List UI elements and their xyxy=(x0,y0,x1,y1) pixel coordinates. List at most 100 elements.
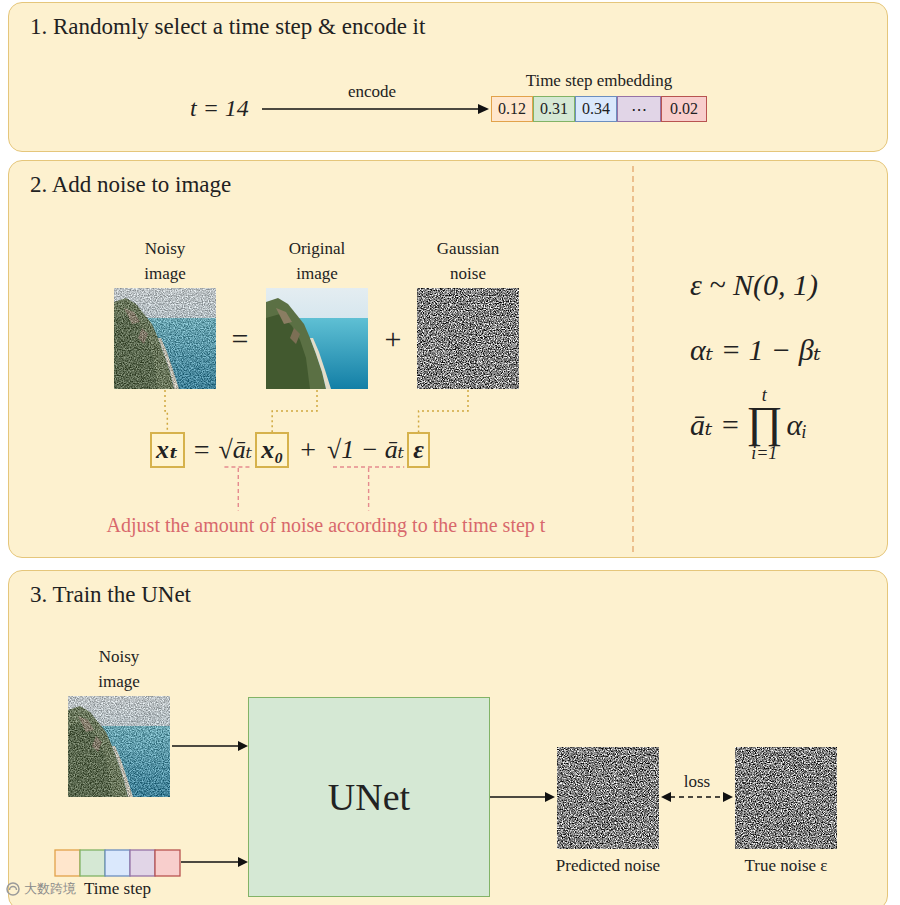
time-step-cells xyxy=(155,850,180,876)
time-step-cells xyxy=(55,850,180,876)
image-caption: True noise ε xyxy=(709,855,863,877)
encode-arrow xyxy=(262,108,479,110)
formula: ε ~ N(0, 1) xyxy=(690,268,818,303)
cell-value: 0.02 xyxy=(670,100,698,118)
arrow-head xyxy=(545,792,555,802)
noise-scale-callout xyxy=(224,466,252,467)
network-box: UNet xyxy=(248,697,490,897)
noise-frame: Predicted noise xyxy=(555,745,661,849)
product-symbol: ∏ xyxy=(746,401,782,445)
panel-heading: 3. Train the UNet xyxy=(30,580,866,610)
plus-sign: + xyxy=(300,434,316,466)
network-name: UNet xyxy=(328,775,410,819)
time-step-cells xyxy=(105,850,130,876)
connector-line xyxy=(165,390,167,432)
caption-holder: Time step xyxy=(34,879,201,899)
time-step-cells xyxy=(55,850,80,876)
connector-line xyxy=(181,861,239,863)
caption-holder: Noisy image xyxy=(54,638,184,694)
noisy-photo xyxy=(114,288,216,389)
formula-term-box: ε xyxy=(407,432,430,468)
formula-symbol: xₜ xyxy=(156,434,179,466)
encode-arrow xyxy=(478,104,489,114)
watermark-logo xyxy=(7,883,19,895)
cell-value: 0.31 xyxy=(540,100,568,118)
formula: āₜ = xyxy=(690,408,740,443)
flow-arrow xyxy=(181,857,248,867)
caption-holder: Gaussian noise xyxy=(403,230,533,286)
embedding-cell: ⋯ xyxy=(617,96,661,122)
caption-holder: Noisy image xyxy=(100,230,230,286)
flow-arrow xyxy=(490,792,555,802)
embedding-cell: 0.34 xyxy=(575,96,617,122)
sqrt-term: √āₜ xyxy=(218,435,252,465)
cell-value: ⋯ xyxy=(631,100,647,119)
arrow-head xyxy=(238,741,248,751)
vector-caption: Time step embedding xyxy=(483,70,715,92)
noise-scale-callout xyxy=(368,468,369,511)
plus-sign: + xyxy=(385,322,402,357)
noisy-photo xyxy=(68,696,170,797)
step-panel: 2. Add noise to imageNoisy image Original… xyxy=(8,160,888,558)
image-caption: Original image xyxy=(277,236,357,286)
connector-line xyxy=(670,796,724,798)
connector-line xyxy=(272,390,317,432)
annotation: Adjust the amount of noise according to … xyxy=(107,514,546,537)
sqrt-term: √1 − āₜ xyxy=(327,435,404,465)
formula: αᵢ xyxy=(786,408,807,443)
time-step-vector: Time step xyxy=(54,849,181,899)
caption-holder: Predicted noise xyxy=(531,855,685,877)
flow-arrow xyxy=(172,741,248,751)
step-panel: 1. Randomly select a time step & encode … xyxy=(8,2,888,152)
noise-scale-callout xyxy=(333,466,404,467)
caption-holder: Original image xyxy=(252,230,382,286)
original-photo xyxy=(266,288,368,389)
formula-symbol: x₀ xyxy=(261,434,283,466)
image-frame: Noisy image xyxy=(66,638,172,798)
noise-picture xyxy=(735,747,837,849)
caption-holder: True noise ε xyxy=(709,855,863,877)
equals-sign: = xyxy=(194,434,210,466)
arrow-head xyxy=(723,792,733,802)
step-panel: 3. Train the UNetNoisy imageUNetTime ste… xyxy=(8,570,888,905)
arrow-head xyxy=(238,857,248,867)
panel-heading: 2. Add noise to image xyxy=(30,170,866,200)
noise-scale-callout xyxy=(238,468,239,511)
noisy-photo xyxy=(114,288,216,389)
formula: αₜ = 1 − βₜ xyxy=(690,333,821,368)
noise-scale-callout xyxy=(224,467,404,511)
noise-picture xyxy=(557,747,659,849)
watermark-logo xyxy=(7,883,19,895)
image-frame: Original image xyxy=(264,230,370,390)
formula-term-box: x₀ xyxy=(255,432,289,468)
image-frame: Noisy image xyxy=(112,230,218,390)
formula-term-box: xₜ xyxy=(150,432,185,468)
product-limit: i=1 xyxy=(751,443,777,464)
image-caption: Noisy image xyxy=(125,236,205,286)
embedding-cell: 0.31 xyxy=(533,96,575,122)
connector-line xyxy=(172,745,239,747)
image-caption: Noisy image xyxy=(79,644,159,694)
noise-picture xyxy=(417,288,519,389)
time-step-cells xyxy=(130,850,155,876)
watermark-logo xyxy=(10,887,17,891)
cell-value: 0.34 xyxy=(582,100,610,118)
image-caption: Predicted noise xyxy=(531,855,685,877)
product-limit: t xyxy=(762,385,767,406)
watermark: 大数跨境 xyxy=(24,882,76,897)
loss-arrow xyxy=(661,792,733,802)
leader-line xyxy=(419,390,468,432)
formula-symbol: ε xyxy=(413,434,424,466)
arrow-label: encode xyxy=(348,82,396,102)
image-caption: Gaussian noise xyxy=(428,236,508,286)
leader-line xyxy=(165,390,167,432)
time-step-cells xyxy=(80,850,105,876)
encode-arrow xyxy=(262,104,489,114)
panel-divider xyxy=(632,166,633,552)
noisy-photo xyxy=(114,288,216,389)
edge-label: loss xyxy=(684,772,710,792)
equals-sign: = xyxy=(232,322,249,357)
embedding-vector: Time step embedding0.120.310.34⋯0.02 xyxy=(483,70,715,122)
noise-frame: True noise ε xyxy=(733,745,839,849)
